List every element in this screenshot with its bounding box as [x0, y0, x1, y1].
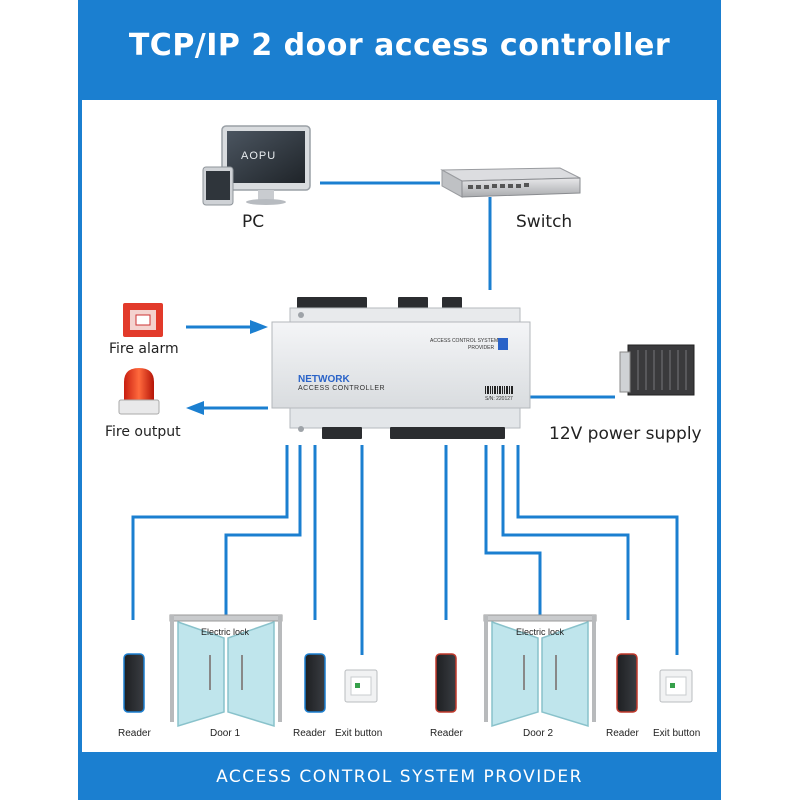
- exit2-line: [516, 445, 679, 655]
- reader1-left-line: [131, 445, 289, 620]
- lock2-line: [484, 445, 542, 615]
- page-title: TCP/IP 2 door access controller: [128, 28, 671, 63]
- door2-exit-button: [659, 669, 693, 703]
- header-banner: TCP/IP 2 door access controller: [78, 0, 721, 100]
- controller-provider-line2: PROVIDER: [468, 345, 495, 351]
- fire-alarm-label: Fire alarm: [109, 341, 179, 357]
- door2-lock-label: Electric lock: [516, 627, 565, 637]
- door2-label: Door 2: [523, 728, 554, 739]
- connection-lines: [131, 181, 679, 655]
- door1-label: Door 1: [210, 728, 241, 739]
- lock1-line: [224, 445, 302, 615]
- door1-reader-right: [304, 653, 326, 713]
- controller-serial: S/N: 220127: [485, 396, 513, 402]
- door1-exit-button: [344, 669, 378, 703]
- door1-reader-left: [123, 653, 145, 713]
- door2-reader-right-label: Reader: [606, 728, 639, 739]
- door2-assembly: [483, 614, 597, 728]
- door1-lock-label: Electric lock: [201, 627, 250, 637]
- access-controller: [271, 297, 531, 439]
- frame-right-border: [717, 100, 721, 752]
- power-supply-label: 12V power supply: [549, 424, 702, 444]
- fire-alarm-icon: [123, 303, 163, 337]
- door2-reader-left: [435, 653, 457, 713]
- power-supply-icon: [619, 344, 695, 396]
- door1-exit-label: Exit button: [335, 728, 383, 739]
- reader2-right-line: [501, 445, 630, 620]
- fire-alarm-arrow: [186, 320, 268, 334]
- controller-provider-line1: ACCESS CONTROL SYSTEM: [430, 338, 499, 344]
- switch-icon: [440, 167, 581, 198]
- frame-left-border: [78, 100, 82, 752]
- pc-brand-text: AOPU: [241, 150, 277, 162]
- footer-banner: ACCESS CONTROL SYSTEM PROVIDER: [78, 752, 721, 800]
- fire-output-label: Fire output: [105, 424, 181, 440]
- pc-icon: [202, 125, 311, 206]
- switch-label: Switch: [516, 212, 573, 232]
- fire-output-icon: [118, 368, 160, 415]
- door2-reader-right: [616, 653, 638, 713]
- controller-subtitle: ACCESS CONTROLLER: [298, 385, 386, 392]
- door1-reader-left-label: Reader: [118, 728, 151, 739]
- controller-title: NETWORK: [298, 374, 350, 385]
- pc-label: PC: [242, 212, 265, 232]
- door1-assembly: [169, 614, 283, 728]
- door2-reader-left-label: Reader: [430, 728, 463, 739]
- door1-reader-right-label: Reader: [293, 728, 326, 739]
- barcode: [485, 386, 513, 394]
- door2-exit-label: Exit button: [653, 728, 701, 739]
- footer-text: ACCESS CONTROL SYSTEM PROVIDER: [216, 767, 583, 787]
- fire-output-arrow: [186, 401, 268, 415]
